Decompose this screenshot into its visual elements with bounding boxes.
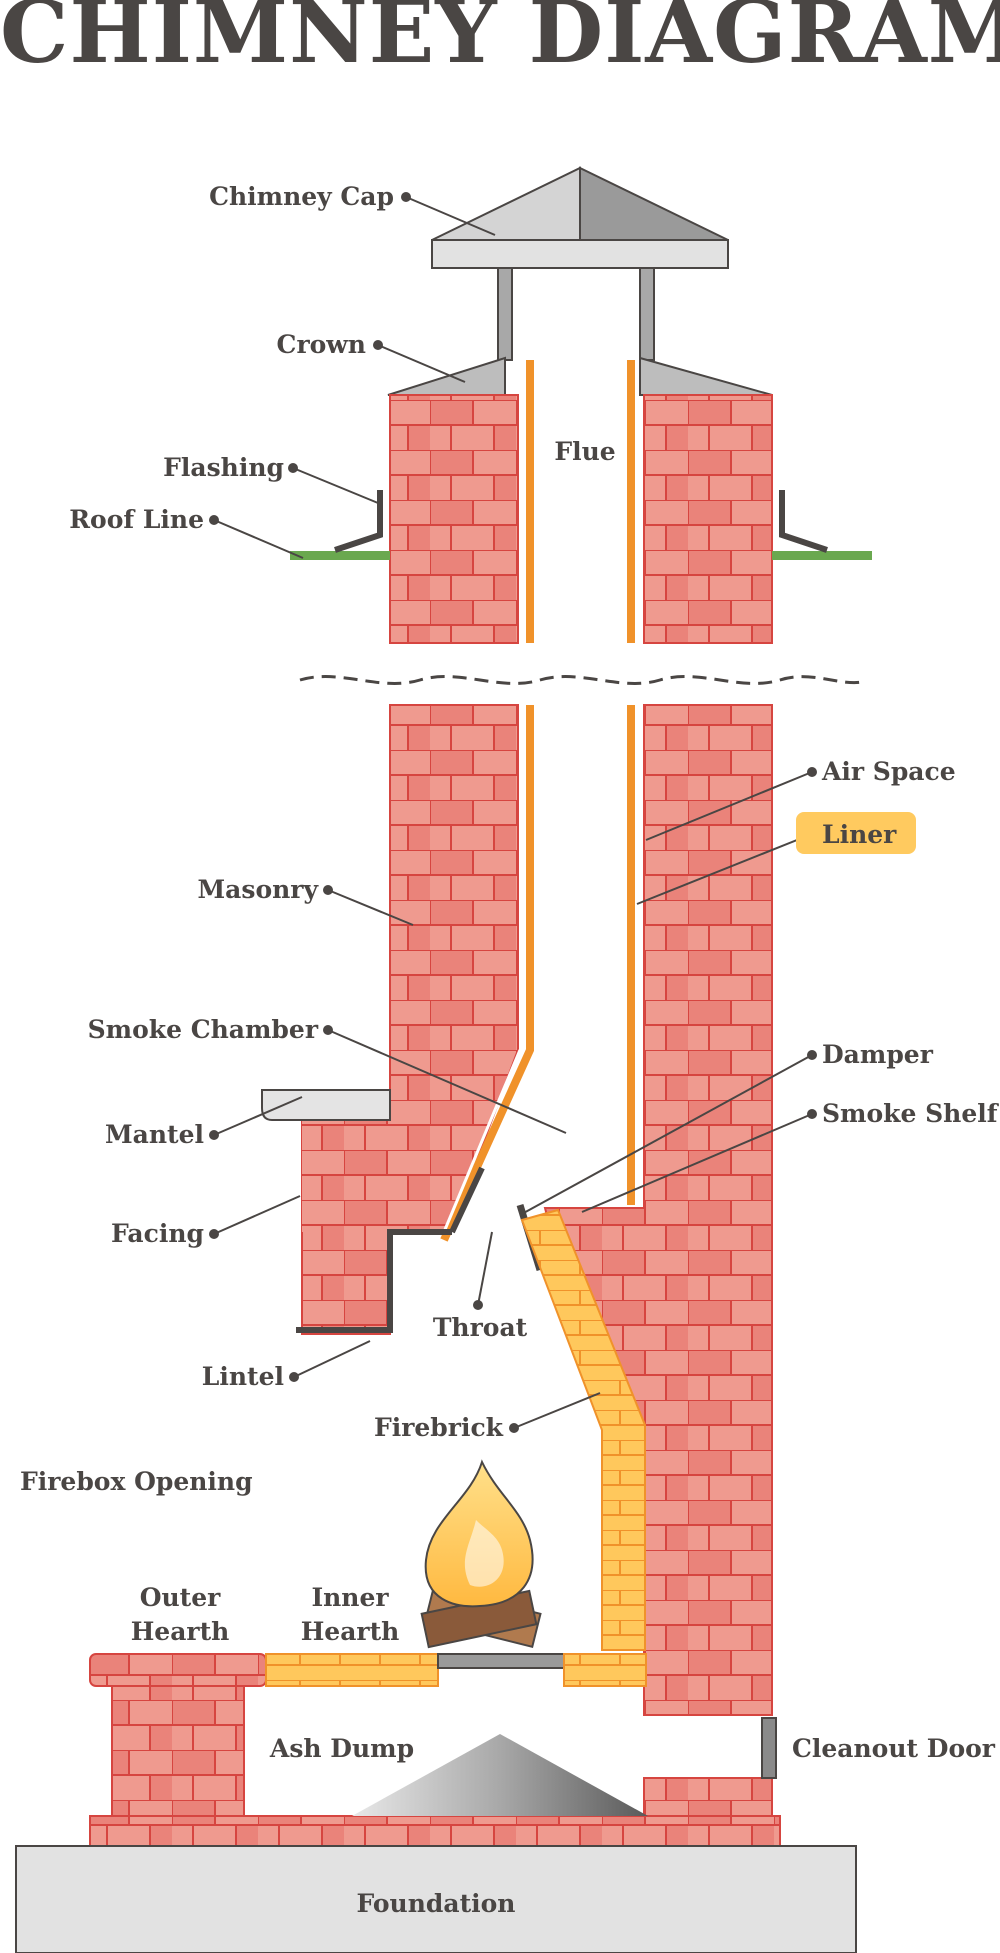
lower-masonry — [301, 704, 773, 1716]
ash-dump-grate — [437, 1653, 565, 1669]
upper-left-masonry — [389, 394, 519, 644]
lower-liner-right — [627, 705, 635, 1205]
label-air-space: Air Space — [821, 757, 956, 786]
crown — [387, 356, 773, 396]
label-damper: Damper — [822, 1040, 934, 1069]
label-foundation: Foundation — [357, 1889, 516, 1918]
label-inner-hearth-line2: Hearth — [301, 1617, 400, 1646]
fire — [420, 1459, 542, 1649]
roof-line-left — [290, 551, 390, 560]
flashing-left — [334, 490, 383, 553]
label-flue: Flue — [554, 437, 615, 466]
break-line — [299, 675, 863, 685]
label-inner-hearth-line1: Inner — [311, 1583, 389, 1612]
label-mantel: Mantel — [105, 1120, 204, 1149]
label-firebrick: Firebrick — [374, 1413, 504, 1442]
label-cleanout-door: Cleanout Door — [792, 1734, 996, 1763]
label-throat: Throat — [433, 1313, 528, 1342]
lintel — [296, 1229, 452, 1333]
upper-liner-right — [627, 360, 635, 643]
label-facing: Facing — [111, 1219, 204, 1248]
label-flashing: Flashing — [163, 453, 284, 482]
damper-left-plate — [449, 1166, 485, 1234]
smoke-chamber-liner — [440, 705, 534, 1242]
upper-liner-left — [526, 360, 534, 643]
liner-highlight — [796, 812, 916, 854]
foundation-slab — [15, 1845, 857, 1953]
label-masonry: Masonry — [198, 875, 320, 904]
label-outer-hearth-line1: Outer — [140, 1583, 221, 1612]
label-firebox-opening: Firebox Opening — [20, 1467, 253, 1496]
ash-pile — [352, 1734, 648, 1816]
label-chimney-cap: Chimney Cap — [209, 182, 394, 211]
cleanout-door — [761, 1717, 777, 1779]
label-lintel: Lintel — [202, 1362, 284, 1391]
leader-lines — [209, 192, 817, 1433]
outer-hearth-slab — [89, 1653, 267, 1687]
hearth-support — [111, 1685, 245, 1817]
inner-hearth-right — [563, 1653, 647, 1687]
chimney-cap — [431, 166, 729, 361]
inner-hearth-left — [265, 1653, 439, 1687]
label-ash-dump: Ash Dump — [269, 1734, 414, 1763]
roof-line-right — [772, 551, 872, 560]
ash-pit-wall — [643, 1777, 773, 1817]
mantel — [261, 1089, 391, 1121]
label-smoke-shelf: Smoke Shelf — [822, 1099, 1000, 1128]
label-smoke-chamber: Smoke Chamber — [88, 1015, 319, 1044]
flashing-right — [779, 490, 828, 553]
page-title: CHIMNEY DIAGRAM — [0, 0, 1000, 83]
label-roof-line: Roof Line — [69, 505, 204, 534]
label-crown: Crown — [277, 330, 366, 359]
label-liner: Liner — [822, 820, 897, 849]
upper-right-masonry — [643, 394, 773, 644]
firebrick — [520, 1208, 646, 1651]
base-course — [89, 1815, 781, 1847]
label-outer-hearth-line2: Hearth — [131, 1617, 230, 1646]
